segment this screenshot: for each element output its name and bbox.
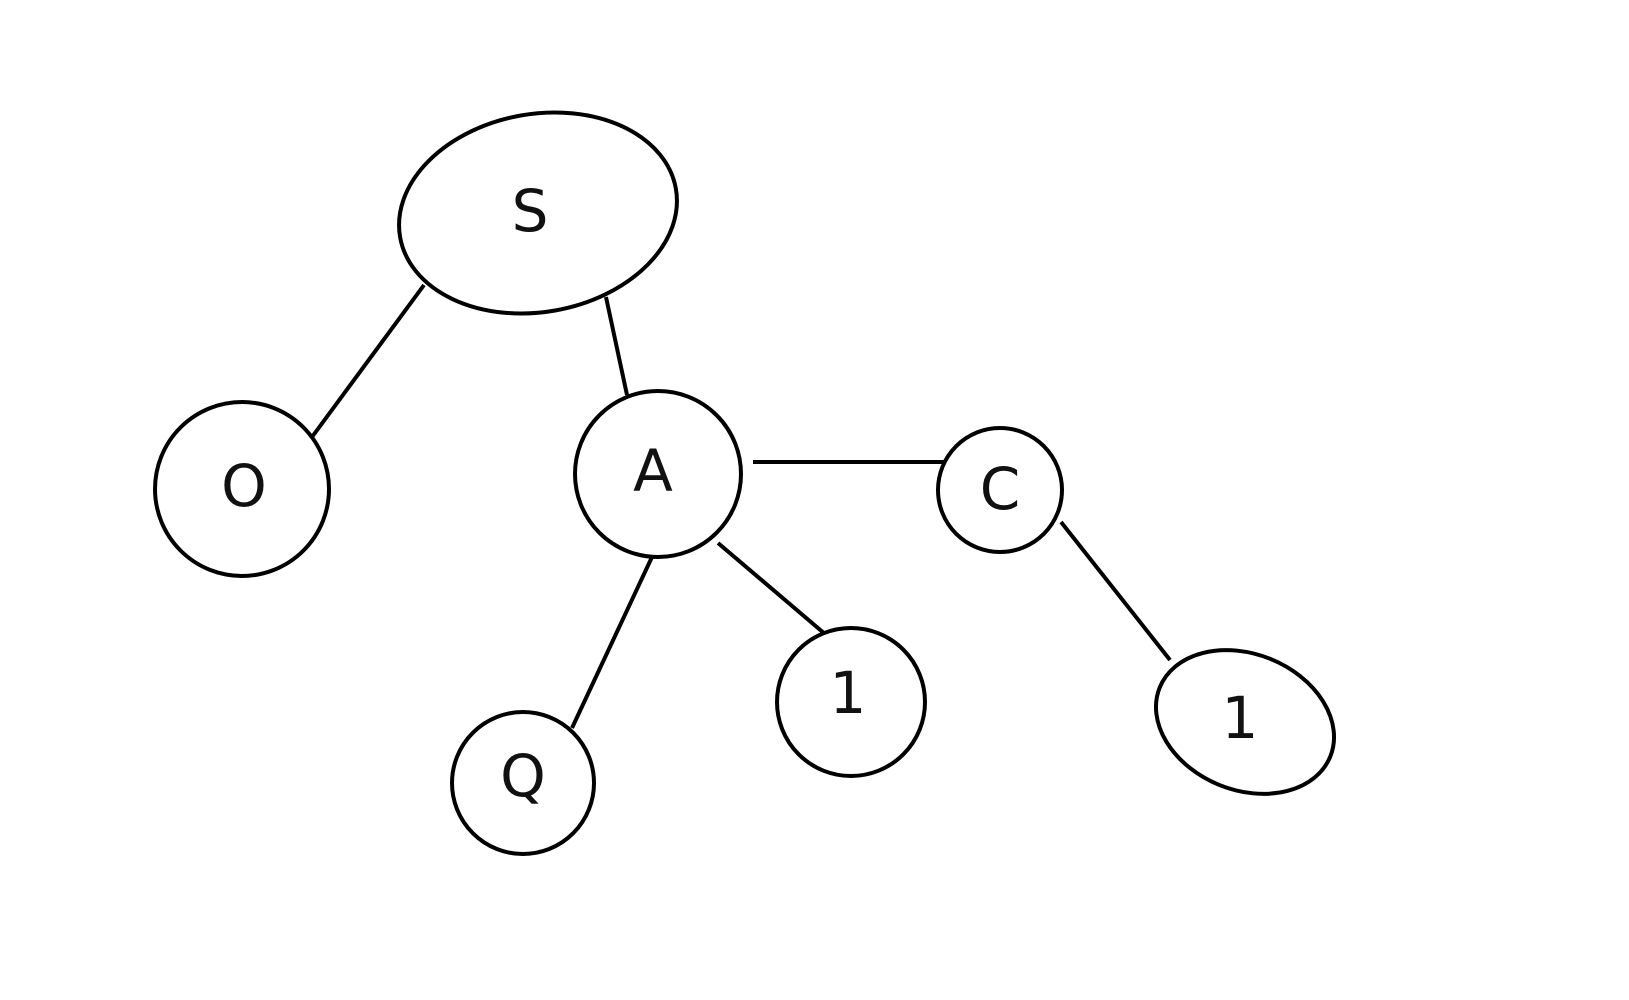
node-a-label: A	[633, 437, 673, 505]
node-one-c[interactable]: 1	[1134, 624, 1356, 819]
node-c-label: C	[980, 455, 1021, 523]
node-o[interactable]: O	[153, 400, 331, 578]
node-c[interactable]: C	[936, 426, 1064, 554]
node-q-shape	[450, 710, 596, 856]
node-o-shape	[153, 400, 331, 578]
node-one-a-shape	[775, 626, 927, 778]
edge-c-one	[1059, 520, 1172, 662]
edge-s-o	[310, 283, 426, 439]
node-a-shape	[573, 389, 743, 559]
node-s-shape	[397, 110, 679, 316]
node-s-label: S	[512, 177, 549, 245]
node-c-shape	[936, 426, 1064, 554]
node-one-c-label: 1	[1222, 684, 1259, 752]
node-o-label: O	[221, 452, 267, 520]
edges	[310, 283, 1172, 729]
node-q[interactable]: Q	[450, 710, 596, 856]
edge-a-one	[716, 541, 827, 636]
node-one-a-label: 1	[830, 659, 867, 727]
edge-s-a	[604, 296, 629, 396]
node-a[interactable]: A	[573, 389, 743, 559]
node-one-c-shape	[1153, 648, 1337, 796]
node-q-label: Q	[500, 742, 546, 810]
node-one-a[interactable]: 1	[775, 626, 927, 778]
node-s[interactable]: S	[383, 91, 693, 335]
edge-a-q	[570, 556, 654, 729]
